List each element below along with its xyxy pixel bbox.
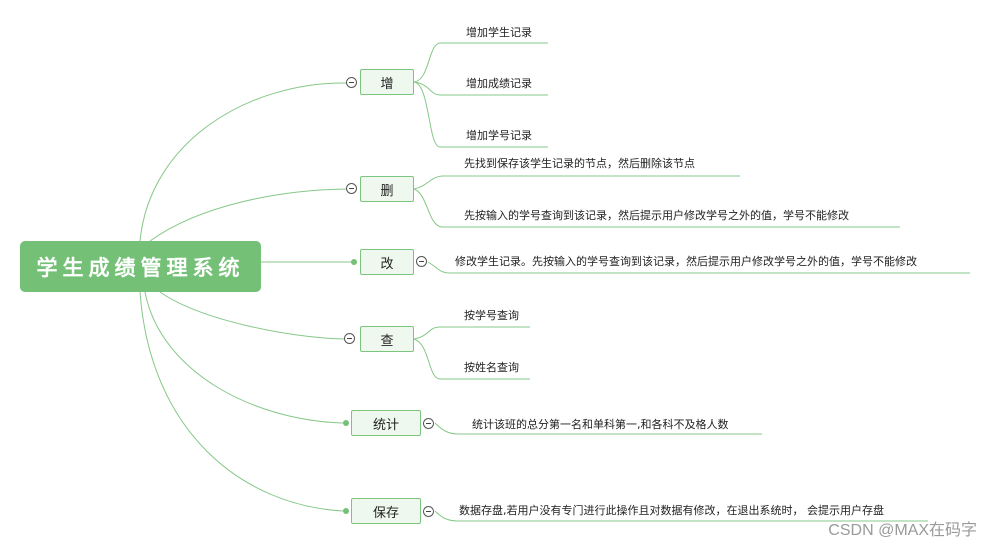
connector-root-query — [159, 291, 345, 340]
branch-node-add[interactable]: 增 — [360, 69, 414, 95]
branch-node-query[interactable]: 查 — [360, 326, 414, 352]
branch-node-delete[interactable]: 删 — [360, 176, 414, 202]
leaf-save[interactable]: 数据存盘,若用户没有专门进行此操作且对数据有修改，在退出系统时， 会提示用户存盘 — [459, 504, 884, 517]
connector-dot — [351, 259, 357, 265]
connector-delete-2 — [413, 188, 900, 228]
connector-add-3 — [413, 81, 548, 148]
branch-node-save[interactable]: 保存 — [351, 498, 421, 524]
leaf-query-name[interactable]: 按姓名查询 — [464, 361, 519, 374]
connector-save — [434, 510, 928, 522]
leaf-delete-1[interactable]: 先找到保存该学生记录的节点，然后删除该节点 — [464, 157, 695, 170]
collapse-icon[interactable] — [423, 506, 434, 517]
leaf-add-score[interactable]: 增加成绩记录 — [466, 77, 532, 90]
connector-root-delete — [149, 188, 347, 242]
branch-node-stats[interactable]: 统计 — [351, 410, 421, 436]
branch-node-modify[interactable]: 改 — [360, 249, 414, 275]
leaf-add-id[interactable]: 增加学号记录 — [466, 129, 532, 142]
collapse-icon[interactable] — [346, 183, 357, 194]
leaf-delete-2[interactable]: 先按输入的学号查询到该记录，然后提示用户修改学号之外的值，学号不能修改 — [464, 209, 849, 222]
leaf-modify[interactable]: 修改学生记录。先按输入的学号查询到该记录，然后提示用户修改学号之外的值，学号不能… — [455, 255, 917, 268]
leaf-add-student[interactable]: 增加学生记录 — [466, 26, 532, 39]
connector-dot — [343, 508, 349, 514]
connector-root-save — [139, 291, 344, 512]
collapse-icon[interactable] — [423, 418, 434, 429]
collapse-icon[interactable] — [344, 333, 355, 344]
connector-delete-1 — [413, 175, 740, 190]
leaf-stats[interactable]: 统计该班的总分第一名和单科第一,和各科不及格人数 — [472, 418, 729, 431]
connector-query-1 — [413, 326, 530, 340]
watermark: CSDN @MAX在码字 — [828, 522, 977, 539]
root-node[interactable]: 学生成绩管理系统 — [20, 241, 261, 292]
connector-add-2 — [413, 81, 548, 96]
connector-add-1 — [413, 42, 548, 83]
connector-root-add — [139, 82, 347, 242]
connector-stats — [434, 422, 762, 435]
leaf-query-id[interactable]: 按学号查询 — [464, 309, 519, 322]
connector-query-2 — [413, 338, 530, 380]
connector-dot — [343, 420, 349, 426]
connector-root-stats — [144, 291, 344, 424]
collapse-icon[interactable] — [346, 77, 357, 88]
collapse-icon[interactable] — [416, 256, 427, 267]
connector-modify — [427, 261, 970, 274]
